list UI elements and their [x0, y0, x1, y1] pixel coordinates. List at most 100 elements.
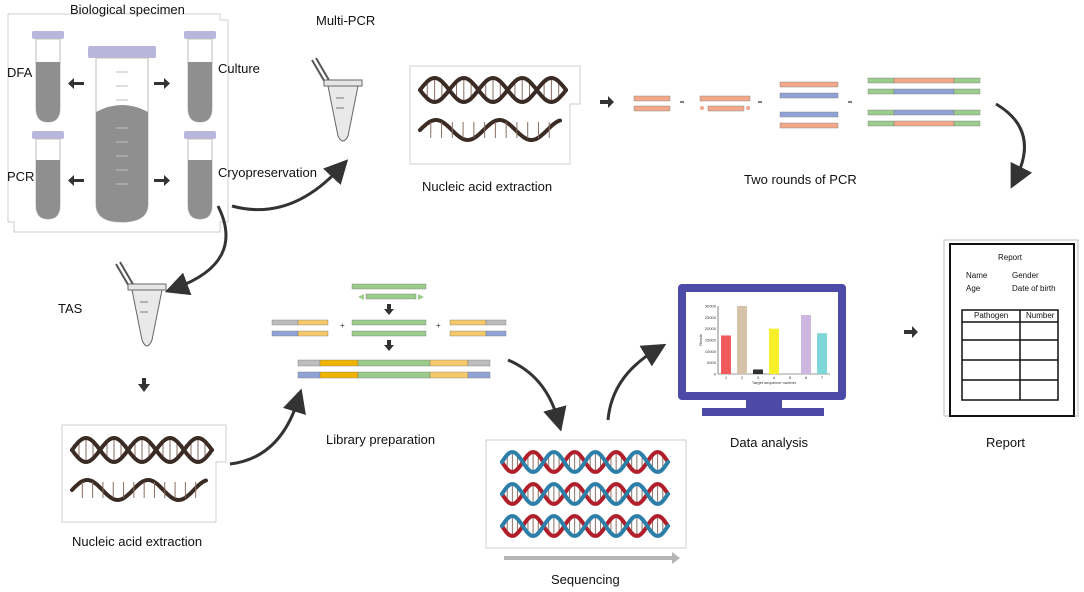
sequence-segment [449, 319, 487, 326]
dna-helix-icon [418, 75, 568, 143]
sequence-segment [633, 105, 671, 112]
sequence-segment [319, 371, 359, 379]
chart-bar [721, 335, 731, 374]
label-culture: Culture [218, 61, 260, 76]
label-data-analysis: Data analysis [730, 435, 809, 450]
sequence-segment [429, 371, 469, 379]
dna-strand [418, 75, 568, 105]
sequence-segment [357, 359, 431, 367]
y-axis-label: Reads [698, 334, 703, 346]
specimen-arrows [68, 78, 170, 186]
sequence-segment [319, 359, 359, 367]
library-prep-graphic: ++ [271, 283, 507, 379]
label-report: Report [986, 435, 1026, 450]
y-tick-label: 10000 [705, 349, 717, 354]
plus-sign: + [436, 321, 441, 330]
sequence-segment [271, 330, 299, 337]
sequence-segment [867, 120, 895, 127]
report-form-age: Age [966, 284, 981, 293]
sequence-segment [271, 319, 299, 326]
sequence-segment [467, 359, 491, 367]
label-sequencing: Sequencing [551, 572, 620, 587]
sequence-segment [893, 77, 955, 84]
primer-dot [746, 106, 750, 110]
x-tick-label: 7 [821, 375, 824, 380]
sequence-segment [707, 105, 745, 112]
label-multi-pcr: Multi-PCR [316, 13, 376, 28]
dna-helix-icon [70, 435, 214, 503]
sequence-segment [297, 330, 329, 337]
y-tick-label: 0 [714, 372, 717, 377]
specimen-large-tube-icon [88, 46, 156, 223]
sequence-segment [867, 88, 895, 95]
sequence-segment [953, 109, 981, 116]
sequence-segment [357, 371, 431, 379]
sequence-segment [867, 77, 895, 84]
sequence-segment [633, 95, 671, 102]
sequence-segment [779, 81, 839, 88]
label-library-preparation: Library preparation [326, 432, 436, 447]
x-tick-label: 5 [789, 375, 792, 380]
x-tick-label: 3 [757, 375, 760, 380]
sequence-segment [297, 371, 321, 379]
sequence-segment [893, 109, 955, 116]
sequencing-direction-arrow [504, 552, 680, 564]
flow-arrows [138, 96, 918, 392]
microtube-multi-pcr-icon [311, 57, 363, 142]
dna-strand [70, 478, 208, 503]
primer-dot [700, 106, 704, 110]
x-tick-label: 1 [725, 375, 728, 380]
y-tick-label: 25000 [705, 315, 717, 320]
sequence-segment [893, 88, 955, 95]
label-nucleic-acid-extraction-bottom: Nucleic acid extraction [72, 534, 203, 549]
sequence-segment [467, 371, 491, 379]
sequence-segment [953, 88, 981, 95]
report-form-title: Report [998, 253, 1023, 262]
sequence-segment [429, 359, 469, 367]
microtube-tas-icon [115, 261, 167, 347]
label-nucleic-acid-extraction-top: Nucleic acid extraction [422, 179, 553, 194]
chart-bar [801, 315, 811, 374]
tube-cryopreservation-icon [184, 131, 216, 220]
report-document-icon [943, 239, 1079, 417]
dna-strand [70, 435, 214, 465]
label-two-rounds-pcr: Two rounds of PCR [744, 172, 857, 187]
tube-culture-icon [184, 31, 216, 123]
label-biological-specimen: Biological specimen [70, 2, 185, 17]
dna-strand [500, 482, 670, 506]
sequence-segment [485, 319, 507, 326]
chart-bar [753, 369, 763, 374]
chart-bar [769, 328, 779, 374]
x-tick-label: 4 [773, 375, 776, 380]
x-tick-label: 2 [741, 375, 744, 380]
sequence-segment [779, 111, 839, 118]
curved-flow-arrows [164, 102, 1033, 466]
dna-strand [500, 514, 670, 538]
dna-strand [418, 118, 562, 143]
pcr-rounds-graphic [633, 77, 981, 129]
report-form-gender: Gender [1012, 271, 1039, 280]
sequence-segment [351, 319, 427, 326]
label-tas: TAS [58, 301, 83, 316]
chart-bar [817, 333, 827, 374]
sequence-segment [893, 120, 955, 127]
chart-bar [737, 306, 747, 374]
report-form-name: Name [966, 271, 988, 280]
sequence-segment [779, 122, 839, 129]
y-tick-label: 15000 [705, 338, 717, 343]
dna-strand [418, 75, 568, 105]
dna-strand [500, 450, 670, 474]
primer-arrow [358, 294, 364, 300]
sequence-segment [953, 120, 981, 127]
report-form-col-number: Number [1026, 311, 1055, 320]
sequence-segment [297, 319, 329, 326]
sequence-segment [867, 109, 895, 116]
sequence-segment [485, 330, 507, 337]
dna-strand [70, 435, 214, 465]
sequencing-helix-icon [500, 450, 670, 538]
label-pcr: PCR [7, 169, 35, 184]
down-arrow [384, 304, 394, 315]
